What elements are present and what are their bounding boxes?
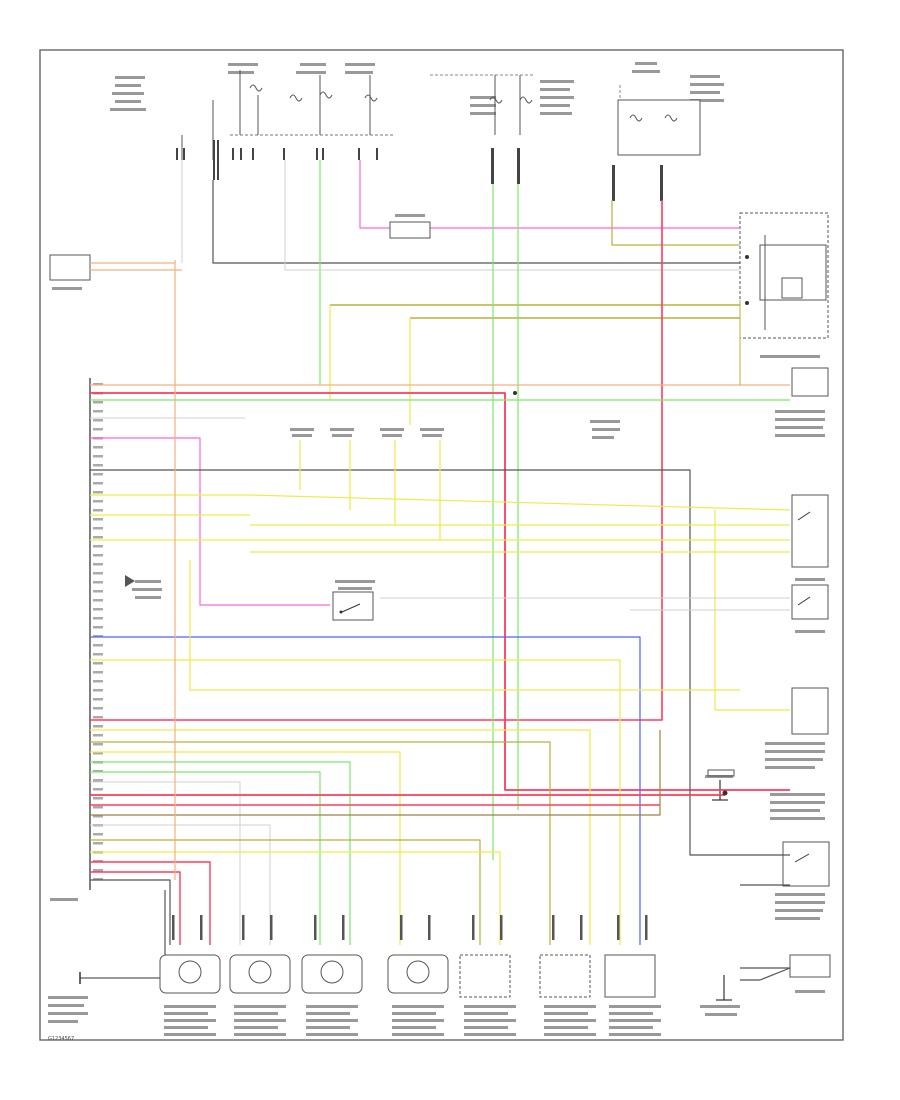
- wire-olive-ecu: [90, 741, 551, 945]
- left-module: [48, 254, 166, 1023]
- wire-yel-s1: [90, 751, 401, 945]
- pin-mark: [93, 581, 103, 584]
- pin-mark: [93, 680, 103, 683]
- wire-blk-bottom: [740, 967, 791, 981]
- pin-mark: [93, 788, 103, 791]
- pin-mark: [93, 500, 103, 503]
- pin-mark: [93, 563, 103, 566]
- wire-yel-row: [90, 659, 621, 945]
- wire-red-s: [90, 861, 211, 945]
- wire-blk-row: [90, 469, 790, 856]
- wire-yel-ecu: [90, 729, 591, 945]
- pin-mark: [93, 806, 103, 809]
- pin-mark: [93, 608, 103, 611]
- wire-gry-s2: [90, 824, 271, 945]
- pin-mark: [93, 698, 103, 701]
- pin-mark: [93, 671, 103, 674]
- diagram-frame: [39, 49, 844, 1041]
- pin-mark: [93, 860, 103, 863]
- pin-mark: [93, 401, 103, 404]
- wire-brn-row: [90, 730, 661, 816]
- wire-olive-fuse: [611, 200, 740, 246]
- pin-mark: [93, 842, 103, 845]
- wire-pnk-row: [90, 437, 330, 606]
- pin-mark: [93, 599, 103, 602]
- pin-mark: [93, 446, 103, 449]
- wire-blu-row: [90, 636, 641, 945]
- wire-yel-mid: [189, 560, 740, 691]
- pin-mark: [93, 455, 103, 458]
- bottom-component: [387, 915, 449, 1036]
- pin-mark: [93, 716, 103, 719]
- pin-mark: [93, 428, 103, 431]
- right-connectors: [700, 212, 831, 1016]
- pin-mark: [93, 617, 103, 620]
- wire-grn-s2: [90, 771, 321, 945]
- pin-mark: [93, 545, 103, 548]
- wire-blk-top: [212, 180, 740, 264]
- pin-mark: [93, 410, 103, 413]
- pin-mark: [93, 482, 103, 485]
- pin-mark: [93, 626, 103, 629]
- pin-mark: [93, 752, 103, 755]
- bottom-component: [604, 915, 661, 1036]
- bottom-component: [539, 915, 596, 1036]
- pin-mark: [93, 572, 103, 575]
- inline-components: [125, 214, 811, 863]
- pin-mark: [93, 815, 103, 818]
- bottom-component: [159, 915, 221, 1036]
- pin-mark: [93, 383, 103, 386]
- bottom-component: [301, 915, 363, 1036]
- pin-mark: [93, 536, 103, 539]
- wire-gry-top: [284, 160, 740, 271]
- pin-mark: [93, 419, 103, 422]
- wire-red-s2: [90, 871, 181, 945]
- wire-yel-f1: [249, 494, 791, 511]
- bottom-components: [159, 915, 661, 1036]
- pin-mark: [93, 869, 103, 872]
- wire-red-row: [90, 392, 790, 791]
- wire-harness: [90, 160, 791, 981]
- top-headers: [110, 62, 724, 201]
- pin-mark: [93, 743, 103, 746]
- pin-mark: [93, 644, 103, 647]
- pin-mark: [93, 725, 103, 728]
- pin-mark: [93, 734, 103, 737]
- wire-olive-s: [90, 839, 481, 945]
- wire-grn-s1: [90, 761, 351, 945]
- wire-pnk-resistor: [359, 160, 390, 229]
- pin-mark: [93, 491, 103, 494]
- wire-blk-s: [90, 879, 171, 945]
- wire-yel-s: [90, 851, 501, 945]
- figure-code: G1234567: [48, 1036, 74, 1042]
- pin-mark: [93, 653, 103, 656]
- pin-mark: [93, 590, 103, 593]
- pin-mark: [93, 473, 103, 476]
- pin-mark: [93, 554, 103, 557]
- pin-mark: [93, 878, 103, 881]
- wire-gry-s1: [90, 781, 241, 945]
- bottom-component: [459, 915, 516, 1036]
- pin-mark: [93, 689, 103, 692]
- pin-mark: [93, 518, 103, 521]
- wire-red-long: [90, 200, 663, 721]
- pin-mark: [93, 527, 103, 530]
- pin-mark: [93, 509, 103, 512]
- pin-mark: [93, 779, 103, 782]
- pin-mark: [93, 797, 103, 800]
- wire-yel-right: [714, 510, 790, 711]
- pin-mark: [93, 662, 103, 665]
- pin-mark: [93, 464, 103, 467]
- pin-mark: [93, 707, 103, 710]
- bottom-component: [229, 915, 291, 1036]
- pin-mark: [93, 770, 103, 773]
- pin-mark: [93, 635, 103, 638]
- pin-mark: [93, 833, 103, 836]
